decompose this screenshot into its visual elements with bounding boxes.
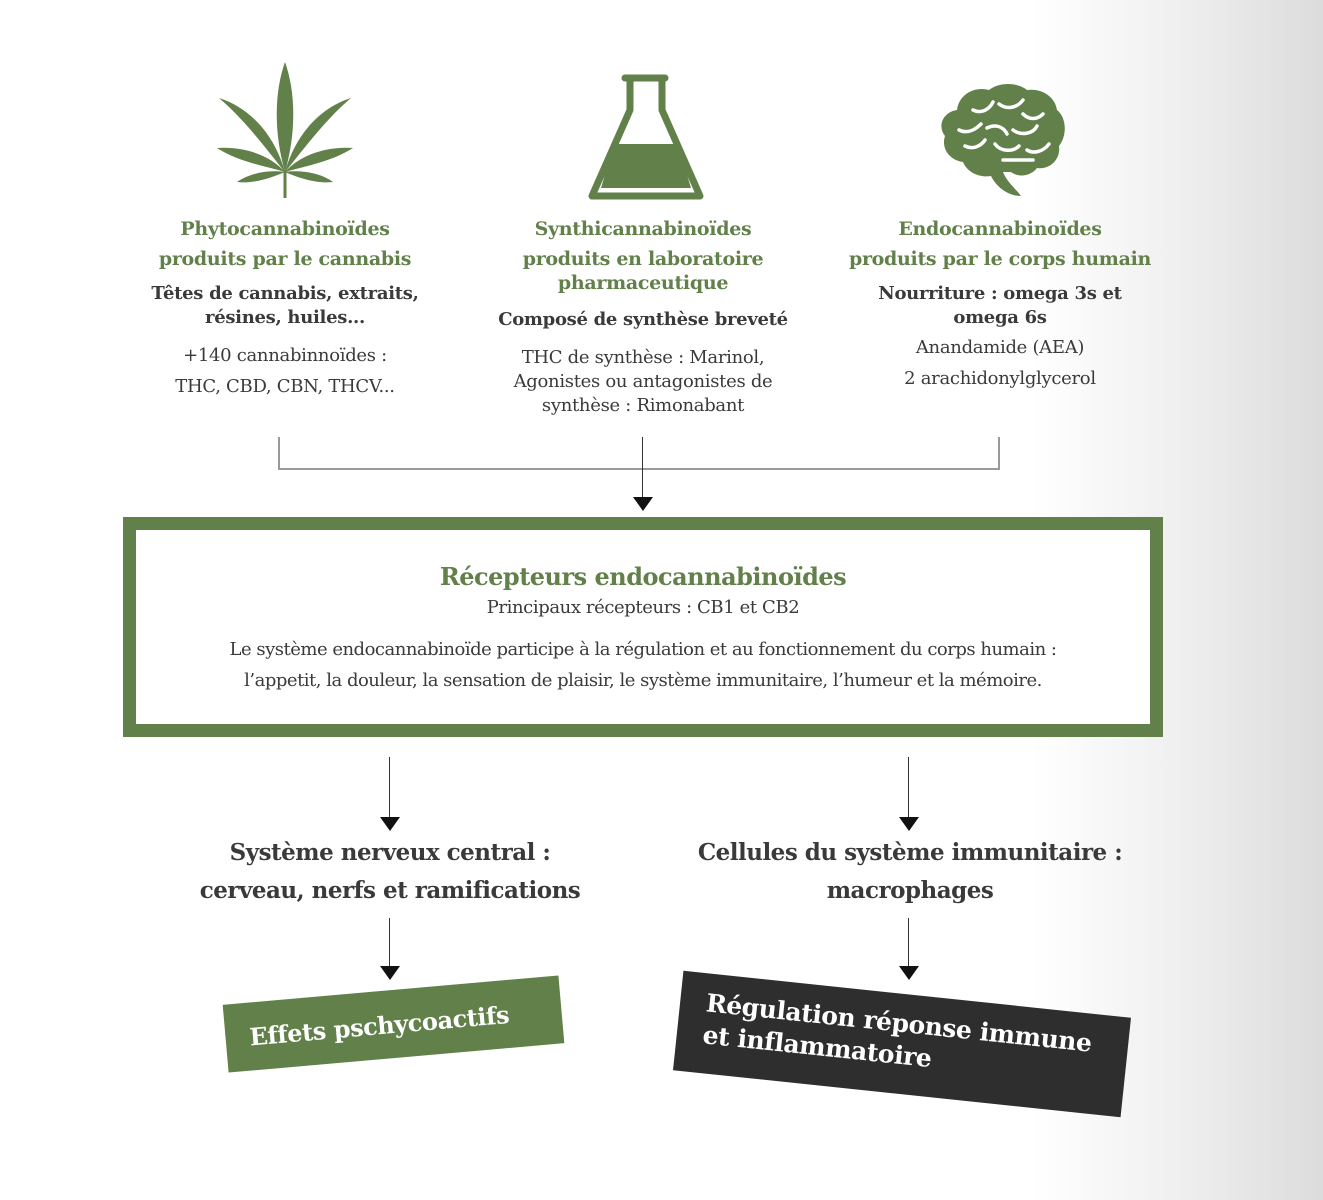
effect-tag-psychoactive: Effets pschycoactifs xyxy=(222,975,565,1073)
connector-horizontal xyxy=(278,468,1000,470)
source-detail: Anandamide (AEA) xyxy=(915,337,1085,358)
source-examples: omega 6s xyxy=(953,307,1047,328)
source-detail: +140 cannabinnoïdes : xyxy=(183,345,387,366)
source-examples: résines, huiles... xyxy=(205,307,365,328)
arrow-down-icon xyxy=(899,966,919,980)
brain-icon xyxy=(937,80,1069,200)
receptor-description: Le système endocannabinoïde participe à … xyxy=(136,634,1150,696)
arrow-down-icon xyxy=(899,817,919,831)
arrow-down-icon xyxy=(380,966,400,980)
source-column-synthetic: Synthicannabinoïdes produits en laborato… xyxy=(478,214,808,418)
source-examples: Têtes de cannabis, extraits, xyxy=(151,283,419,304)
source-title: Phytocannabinoïdes xyxy=(180,218,390,240)
receptor-box: Récepteurs endocannabinoïdes Principaux … xyxy=(123,517,1163,737)
receptor-description-line: l’appetit, la douleur, la sensation de p… xyxy=(244,670,1042,691)
effect-tag-immune: Régulation réponse immune et inflammatoi… xyxy=(673,970,1131,1118)
source-title: produits en laboratoire xyxy=(522,248,764,270)
connector-right-effect xyxy=(908,918,910,968)
source-examples: Nourriture : omega 3s et xyxy=(878,283,1122,304)
target-title: Cellules du système immunitaire : xyxy=(697,839,1123,866)
connector-right-down xyxy=(908,757,910,819)
source-column-endo: Endocannabinoïdes produits par le corps … xyxy=(835,214,1165,394)
source-column-phyto: Phytocannabinoïdes produits par le canna… xyxy=(135,214,435,402)
arrow-down-icon xyxy=(380,817,400,831)
source-title: Synthicannabinoïdes xyxy=(534,218,752,240)
source-examples: Composé de synthèse breveté xyxy=(498,309,788,330)
arrow-down-icon xyxy=(633,497,653,511)
cannabis-leaf-icon xyxy=(215,60,355,200)
receptor-title: Récepteurs endocannabinoïdes xyxy=(439,562,847,591)
source-title: Endocannabinoïdes xyxy=(898,218,1102,240)
target-title: cerveau, nerfs et ramifications xyxy=(199,877,581,904)
connector-left-down xyxy=(389,757,391,819)
connector-center-vertical xyxy=(642,437,644,499)
receptor-subtitle: Principaux récepteurs : CB1 et CB2 xyxy=(486,597,800,618)
flask-icon xyxy=(585,72,707,202)
source-title: produits par le corps humain xyxy=(848,248,1152,270)
target-title: Système nerveux central : xyxy=(229,839,551,866)
target-immune-cells: Cellules du système immunitaire : macrop… xyxy=(680,834,1140,910)
target-title: macrophages xyxy=(826,877,994,904)
connector-right-vertical xyxy=(998,437,1000,469)
source-title: produits par le cannabis xyxy=(158,248,412,270)
effect-label: Effets pschycoactifs xyxy=(248,999,511,1052)
connector-left-vertical xyxy=(278,437,280,469)
source-title: pharmaceutique xyxy=(557,272,729,294)
target-nervous-system: Système nerveux central : cerveau, nerfs… xyxy=(170,834,610,910)
connector-left-effect xyxy=(389,918,391,968)
receptor-description-line: Le système endocannabinoïde participe à … xyxy=(229,639,1057,660)
source-detail: 2 arachidonylglycerol xyxy=(904,368,1096,389)
source-detail: Agonistes ou antagonistes de xyxy=(513,371,773,392)
source-detail: synthèse : Rimonabant xyxy=(541,395,745,416)
source-detail: THC, CBD, CBN, THCV... xyxy=(175,376,395,397)
source-detail: THC de synthèse : Marinol, xyxy=(521,347,765,368)
